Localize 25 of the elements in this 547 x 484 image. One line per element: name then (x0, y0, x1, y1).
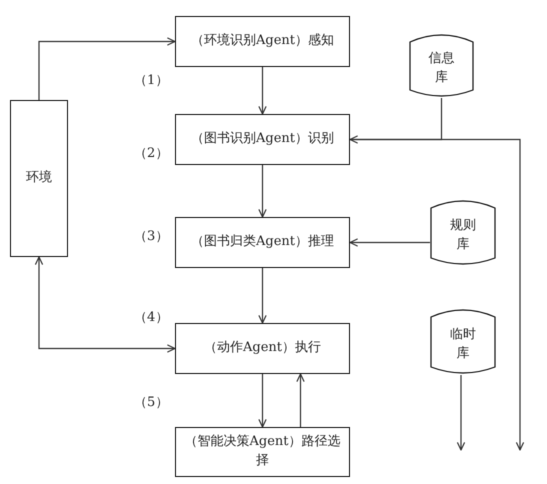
arrow (258, 374, 267, 428)
step-number: （3） (134, 228, 168, 245)
step-number: （1） (134, 72, 168, 89)
arrow (349, 98, 442, 144)
database-cylinder: 信息库 (409, 34, 474, 98)
arrow (38, 37, 176, 100)
arrow (349, 238, 430, 247)
step-number: （4） (134, 309, 168, 326)
environment-box: 环境 (10, 100, 68, 257)
arrow (258, 268, 267, 324)
arrow (296, 373, 305, 427)
database-cylinder: 规则库 (430, 200, 496, 266)
step-number: （5） (134, 394, 168, 411)
arrow (258, 165, 267, 218)
process-box: （图书归类Agent）推理 (175, 217, 350, 268)
process-box: （环境识别Agent）感知 (175, 16, 350, 67)
step-number: （2） (134, 145, 168, 162)
arrow (456, 375, 466, 451)
process-box: （动作Agent）执行 (175, 323, 350, 374)
arrow (34, 256, 176, 353)
arrow (350, 138, 524, 451)
database-cylinder: 临时库 (430, 309, 496, 375)
process-box: （智能决策Agent）路径选择 (175, 427, 350, 477)
process-box: （图书识别Agent）识别 (175, 114, 350, 165)
arrow (258, 67, 267, 115)
